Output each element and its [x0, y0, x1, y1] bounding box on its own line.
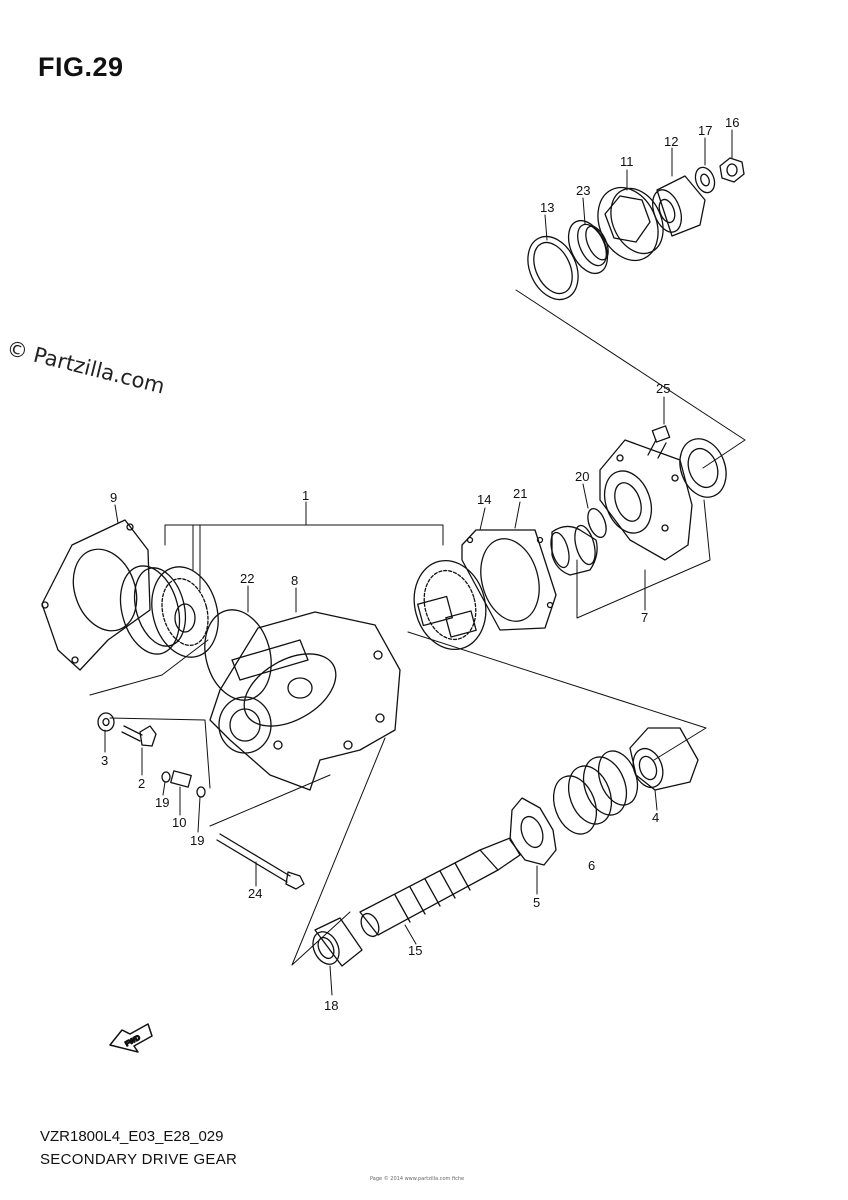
part-3-washer	[97, 712, 115, 732]
callout-18: 18	[324, 998, 338, 1013]
part-25-bolt	[647, 425, 671, 459]
part-13-snap-ring	[527, 235, 579, 301]
callout-12: 12	[664, 134, 678, 149]
part-5-damper-cam	[509, 797, 557, 866]
callout-11: 11	[620, 154, 634, 169]
callout-7: 7	[641, 610, 648, 625]
right-bevel-gear	[413, 559, 487, 651]
callout-2: 2	[138, 776, 145, 791]
callout-15: 15	[408, 943, 422, 958]
callout-16: 16	[725, 115, 739, 130]
left-bevel-gear-assembly	[119, 565, 219, 658]
callout-13: 13	[540, 200, 554, 215]
part-16-nut	[719, 157, 745, 183]
callout-3: 3	[101, 753, 108, 768]
part-8-gear-case	[209, 611, 401, 791]
part-20-o-ring	[587, 507, 607, 539]
part-22-o-ring	[204, 609, 272, 701]
figure-title: FIG.29	[38, 52, 124, 82]
part-15-driveshaft	[359, 837, 521, 938]
part-14-gasket	[461, 529, 557, 631]
fwd-arrow-icon: FWD	[109, 1023, 153, 1053]
part-9-gasket	[41, 519, 151, 671]
callout-25: 25	[656, 381, 670, 396]
callout-1: 1	[302, 488, 309, 503]
section-name: SECONDARY DRIVE GEAR	[40, 1151, 238, 1168]
callout-20: 20	[575, 469, 589, 484]
part-18-needle-bearing	[312, 917, 363, 967]
callout-19-upper: 19	[155, 795, 169, 810]
part-4-cam	[629, 727, 699, 791]
callout-numbers: 13 23 11 12 17 16 25 20 21 14 9 1 22 8 7…	[101, 115, 739, 1013]
part-21-spacer	[550, 524, 598, 576]
part-23-oil-seal	[567, 219, 609, 275]
part-17-washer	[694, 166, 716, 194]
callout-23: 23	[576, 183, 590, 198]
callout-5: 5	[533, 895, 540, 910]
callout-17: 17	[698, 123, 712, 138]
callout-14: 14	[477, 492, 491, 507]
bearing-housing-right	[599, 438, 727, 561]
callout-10: 10	[172, 815, 186, 830]
model-code: VZR1800L4_E03_E28_029	[40, 1128, 224, 1145]
callout-22: 22	[240, 571, 254, 586]
callout-leaders	[104, 129, 733, 996]
reference-lines	[89, 289, 746, 966]
callout-9: 9	[110, 490, 117, 505]
callout-19-lower: 19	[190, 833, 204, 848]
fine-print: Page © 2014 www.partzilla.com fiche	[370, 1176, 465, 1182]
callout-6: 6	[588, 858, 595, 873]
callout-4: 4	[652, 810, 659, 825]
part-10-dowel-pin	[161, 770, 206, 798]
part-6-spring	[552, 750, 639, 835]
part-2-bolt	[121, 725, 157, 747]
callout-8: 8	[291, 573, 298, 588]
callout-24: 24	[248, 886, 262, 901]
callout-21: 21	[513, 486, 527, 501]
part-11-lock-plate	[597, 186, 664, 262]
part-12-coupling	[652, 175, 706, 237]
part-24-long-bolt	[216, 833, 305, 890]
